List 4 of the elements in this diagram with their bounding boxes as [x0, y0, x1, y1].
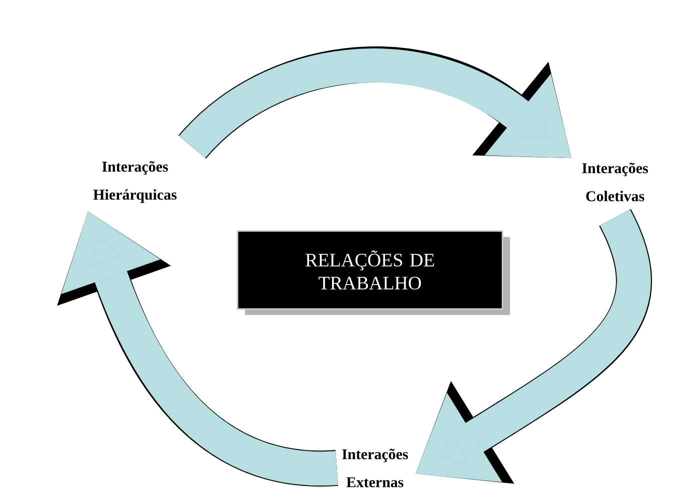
label-text: Interações Hierárquicas: [93, 161, 177, 203]
label-text: Interações Externas: [342, 448, 408, 488]
label-text: Interações Coletivas: [582, 162, 648, 202]
title-box: RELAÇÕES DE TRABALHO: [236, 230, 504, 310]
